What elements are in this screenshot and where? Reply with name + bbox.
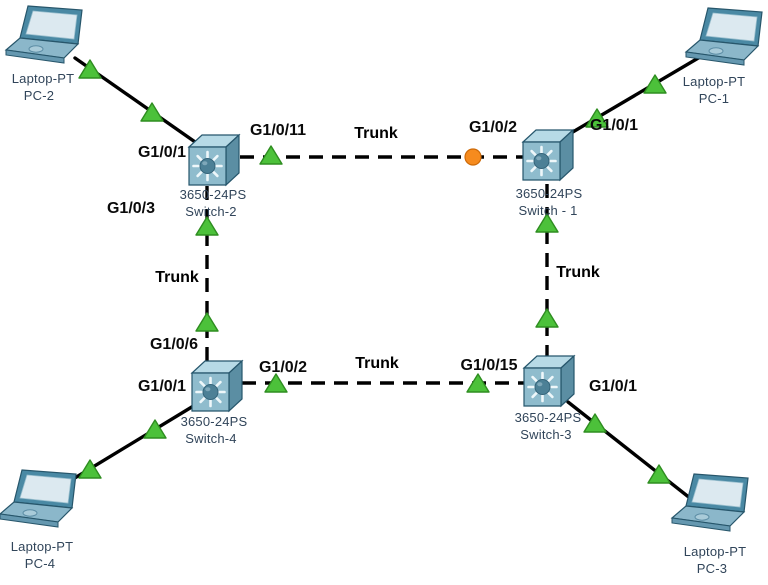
device-name-label-pc1: PC-1: [698, 91, 730, 106]
link-up-triangle-icon: [583, 413, 607, 433]
device-model-label-switch4: 3650-24PS: [180, 414, 248, 429]
laptop-icon-pc2[interactable]: [5, 5, 83, 64]
device-model-label-switch3: 3650-24PS: [514, 410, 582, 425]
link-up-triangle-icon: [143, 419, 167, 439]
device-name-label-pc3: PC-3: [696, 561, 728, 576]
switch-icon-switch4[interactable]: [190, 359, 244, 413]
port-label-switch2-to-pc2: G1/0/1: [137, 144, 187, 161]
port-label-switch4-to-switch3: G1/0/2: [258, 359, 308, 376]
device-model-label-switch2: 3650-24PS: [179, 187, 247, 202]
port-label-switch1-to-pc1: G1/0/1: [589, 117, 639, 134]
device-name-label-switch1: Switch - 1: [518, 203, 578, 218]
link-up-triangle-icon: [195, 216, 219, 236]
link-up-triangle-icon: [140, 102, 164, 122]
device-type-label-pc4: Laptop-PT: [10, 539, 74, 554]
link-up-triangle-icon: [535, 308, 559, 328]
device-type-label-pc3: Laptop-PT: [683, 544, 747, 559]
trunk-label-bottom: Trunk: [355, 355, 399, 372]
port-label-switch4-to-pc4: G1/0/1: [137, 378, 187, 395]
laptop-icon-pc1[interactable]: [685, 7, 763, 66]
port-label-switch2-to-switch1: G1/0/11: [249, 122, 307, 139]
laptop-icon-pc3[interactable]: [671, 473, 749, 532]
switch-icon-switch1[interactable]: [521, 128, 575, 182]
switch-icon-switch2[interactable]: [187, 133, 241, 187]
trunk-label-left: Trunk: [155, 269, 199, 286]
link-amber-dot-icon: [464, 148, 482, 166]
device-name-label-pc2: PC-2: [23, 88, 55, 103]
port-label-switch2-to-switch4: G1/0/3: [106, 200, 156, 217]
link-up-triangle-icon: [466, 373, 490, 393]
device-name-label-switch4: Switch-4: [185, 431, 237, 446]
laptop-icon-pc4[interactable]: [0, 469, 77, 528]
trunk-label-top: Trunk: [354, 125, 398, 142]
cable-switch3-pc3[interactable]: [566, 400, 697, 504]
port-label-switch4-to-switch2: G1/0/6: [149, 336, 199, 353]
port-label-switch3-to-switch4: G1/0/15: [460, 357, 518, 374]
trunk-label-right: Trunk: [556, 264, 600, 281]
link-up-triangle-icon: [535, 213, 559, 233]
link-up-triangle-icon: [78, 59, 102, 79]
link-up-triangle-icon: [643, 74, 667, 94]
link-up-triangle-icon: [585, 108, 609, 128]
device-type-label-pc1: Laptop-PT: [682, 74, 746, 89]
device-model-label-switch1: 3650-24PS: [515, 186, 583, 201]
port-label-switch3-to-pc3: G1/0/1: [588, 378, 638, 395]
device-name-label-switch3: Switch-3: [520, 427, 572, 442]
cable-switch4-pc4[interactable]: [53, 400, 202, 492]
device-type-label-pc2: Laptop-PT: [11, 71, 75, 86]
switch-icon-switch3[interactable]: [522, 354, 576, 408]
port-label-switch1-to-switch2: G1/0/2: [468, 119, 518, 136]
link-up-triangle-icon: [647, 464, 671, 484]
link-up-triangle-icon: [264, 373, 288, 393]
link-up-triangle-icon: [195, 312, 219, 332]
device-name-label-switch2: Switch-2: [185, 204, 237, 219]
link-up-triangle-icon: [78, 459, 102, 479]
link-up-triangle-icon: [259, 145, 283, 165]
device-name-label-pc4: PC-4: [24, 556, 56, 571]
